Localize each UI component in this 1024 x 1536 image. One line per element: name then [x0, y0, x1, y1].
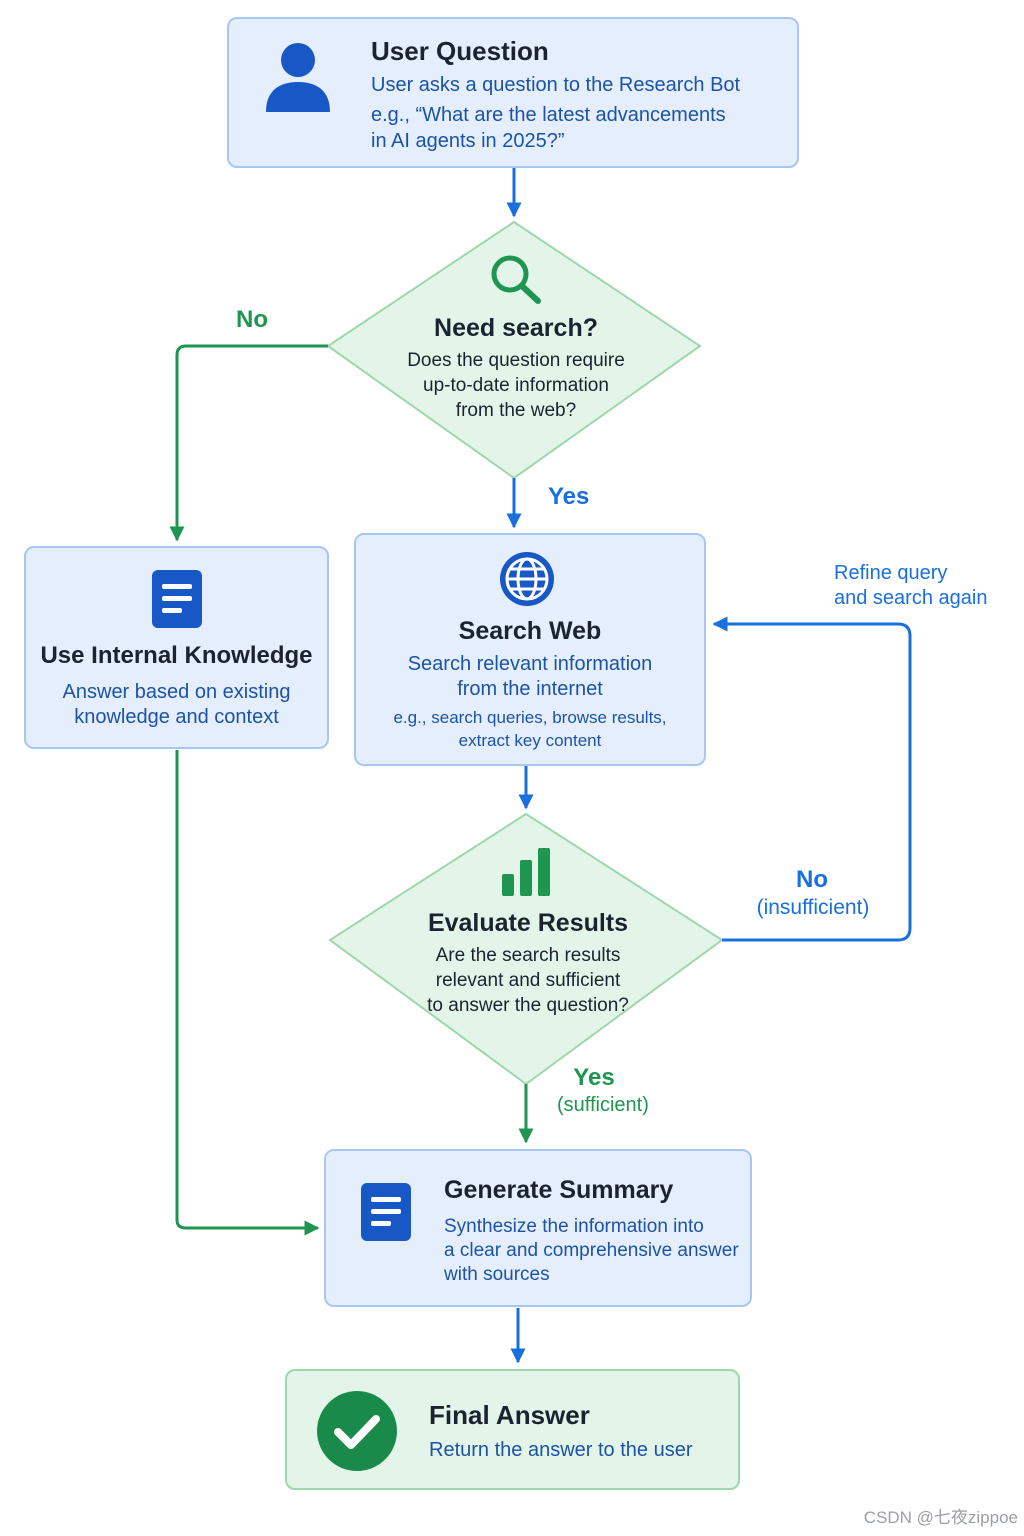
checkmark-icon	[317, 1391, 397, 1471]
search-icon	[491, 255, 541, 304]
search-web-title: Search Web	[458, 617, 602, 645]
need-search-desc-3: from the web?	[455, 400, 577, 421]
user-question-desc-1: User asks a question to the Research Bot	[371, 74, 741, 96]
eval-yes-sublabel: (sufficient)	[557, 1094, 649, 1116]
need-search-desc-2: up-to-date information	[423, 375, 609, 396]
summary-box	[324, 1149, 752, 1307]
need-search-title: Need search?	[434, 314, 598, 342]
evaluate-desc-2: relevant and sufficient	[435, 970, 621, 991]
need-no-label: No	[236, 306, 268, 333]
search-web-desc-4: extract key content	[458, 731, 602, 750]
search-web-desc-1: Search relevant information	[407, 653, 653, 675]
evaluate-desc-3: to answer the question?	[427, 995, 629, 1016]
eval-no-label: No	[796, 866, 828, 893]
evaluate-title: Evaluate Results	[427, 909, 629, 937]
bar-chart-icon	[502, 848, 550, 896]
eval-no-sublabel: (insufficient)	[756, 896, 870, 919]
user-question-desc-3: in AI agents in 2025?”	[371, 130, 565, 152]
need-yes-label: Yes	[548, 483, 590, 510]
user-question-title: User Question	[371, 36, 549, 66]
edge-need-no	[169, 344, 328, 542]
user-question-desc-2: e.g., “What are the latest advancements	[371, 104, 726, 126]
search-web-desc-3: e.g., search queries, browse results,	[393, 708, 667, 727]
edge-internal-to-summary	[175, 750, 320, 1236]
final-answer-desc: Return the answer to the user	[429, 1439, 693, 1461]
globe-icon	[500, 552, 554, 606]
need-search-desc-1: Does the question require	[407, 350, 625, 371]
edge-eval-no-refine	[712, 616, 912, 942]
watermark: CSDN @七夜zippoe	[863, 1508, 1018, 1527]
refine-label-1: Refine query	[834, 562, 948, 584]
user-icon	[266, 43, 330, 112]
refine-label-2: and search again	[834, 587, 988, 609]
search-web-desc-2: from the internet	[457, 678, 603, 700]
evaluate-desc-1: Are the search results	[435, 945, 621, 966]
internal-knowledge-desc-1: Answer based on existing	[62, 681, 291, 703]
final-answer-title: Final Answer	[429, 1400, 590, 1430]
internal-knowledge-desc-2: knowledge and context	[74, 706, 279, 728]
document-icon	[361, 1183, 411, 1241]
summary-title: Generate Summary	[444, 1176, 674, 1204]
document-icon	[152, 570, 202, 628]
summary-desc-2: a clear and comprehensive answer	[444, 1240, 739, 1261]
internal-knowledge-title: Use Internal Knowledge	[40, 642, 313, 669]
summary-desc-1: Synthesize the information into	[444, 1216, 704, 1237]
summary-desc-3: with sources	[444, 1264, 550, 1285]
eval-yes-label: Yes	[573, 1064, 615, 1091]
